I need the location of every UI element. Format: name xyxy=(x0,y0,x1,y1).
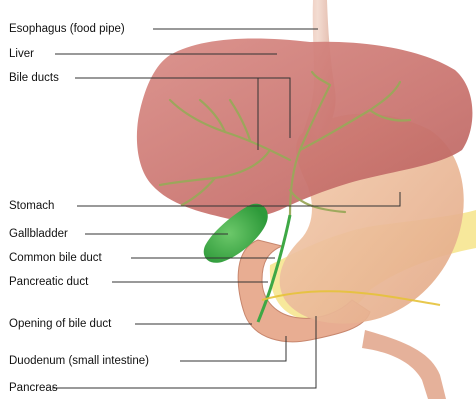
label-bile-ducts: Bile ducts xyxy=(9,71,59,85)
label-liver: Liver xyxy=(9,47,34,61)
label-duodenum: Duodenum (small intestine) xyxy=(9,354,149,368)
intestine-shape xyxy=(362,330,446,399)
label-common-bile-duct: Common bile duct xyxy=(9,251,102,265)
label-opening-of-bile-duct: Opening of bile duct xyxy=(9,317,111,331)
leader-duodenum xyxy=(180,336,286,361)
label-pancreatic-duct: Pancreatic duct xyxy=(9,275,88,289)
label-stomach: Stomach xyxy=(9,199,54,213)
label-esophagus: Esophagus (food pipe) xyxy=(9,22,125,36)
label-pancreas: Pancreas xyxy=(9,381,58,395)
label-gallbladder: Gallbladder xyxy=(9,227,68,241)
